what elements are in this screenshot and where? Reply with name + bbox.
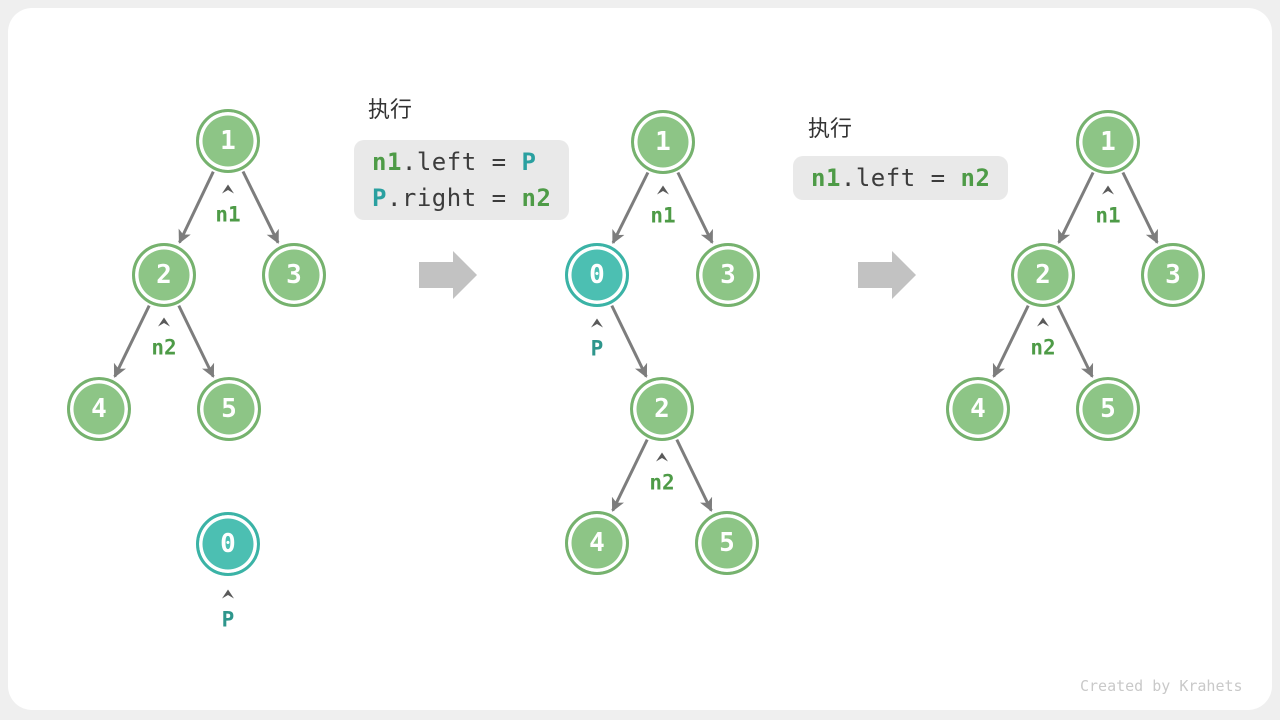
pointer-label-n1: n1 [650,203,676,228]
code-line: P.right = n2 [372,180,551,216]
tree-node-2: 2 [630,377,694,441]
tree-node-2: 2 [1011,243,1075,307]
tree-node-3: 3 [696,243,760,307]
tree-node-3: 3 [1141,243,1205,307]
tree-edge-1-2 [1057,171,1095,244]
tree-edge-0-2 [610,304,648,378]
pointer-caret-P [590,318,604,329]
watermark: Created by Krahets [1080,677,1243,695]
tree-node-1: 1 [196,109,260,173]
pointer-label-P: P [590,336,604,361]
tree-edge-1-2 [178,171,215,244]
pointer-label-n1: n1 [215,202,241,227]
code-line: n1.left = P [372,144,551,180]
tree-node-4: 4 [946,377,1010,441]
tree-node-2: 2 [132,243,196,307]
tree-edge-2-4 [992,304,1030,378]
pointer-caret-n1 [656,185,670,196]
up-arrowhead-icon [1102,185,1114,195]
code-token: .right = [386,184,522,212]
panel-title-2: 执行 [808,116,853,141]
tree-edge-1-3 [676,171,714,244]
panel-title-1: 执行 [368,97,413,122]
pointer-caret-n1 [221,184,235,195]
tree-node-5: 5 [695,511,759,575]
tree-edge-1-0 [611,171,650,245]
up-arrowhead-icon [591,318,603,328]
tree-node-1: 1 [631,110,695,174]
tree-node-5: 5 [1076,377,1140,441]
pointer-caret-n2 [157,317,171,328]
up-arrowhead-icon [1037,317,1049,327]
tree-node-4: 4 [565,511,629,575]
code-token: n2 [521,184,552,212]
code-token: n1 [372,148,402,176]
code-token: .left = [840,164,961,192]
tree-node-1: 1 [1076,110,1140,174]
up-arrowhead-icon [222,589,234,599]
pointer-label-P: P [221,607,235,632]
code-box-2: n1.left = n2 [793,156,1009,200]
tree-node-4: 4 [67,377,131,441]
tree-node-5: 5 [197,377,261,441]
pointer-label-n1: n1 [1095,203,1121,228]
transition-arrow-1 [419,251,477,299]
pointer-label-n2: n2 [1030,335,1056,360]
tree-edge-2-5 [177,304,215,378]
transition-arrow-2 [858,251,916,299]
pointer-label-n2: n2 [649,470,675,495]
code-line: n1.left = n2 [811,160,990,196]
code-token: n1 [811,164,841,192]
tree-edge-1-3 [1121,171,1159,244]
pointer-caret-n1 [1101,185,1115,196]
code-token: P [521,148,537,176]
up-arrowhead-icon [158,317,170,327]
tree-node-0: 0 [196,512,260,576]
tree-edge-1-3 [241,170,280,244]
pointer-caret-n2 [1036,317,1050,328]
up-arrowhead-icon [656,452,668,462]
tree-edge-2-5 [1056,304,1094,378]
code-token: P [372,184,387,212]
tree-edge-2-4 [113,304,151,378]
pointer-label-n2: n2 [151,335,177,360]
code-token: .left = [401,148,522,176]
code-token: n2 [960,164,991,192]
pointer-caret-P [221,589,235,600]
up-arrowhead-icon [222,184,234,194]
pointer-caret-n2 [655,452,669,463]
tree-edge-2-4 [611,438,649,512]
up-arrowhead-icon [657,185,669,195]
tree-node-0: 0 [565,243,629,307]
tree-node-3: 3 [262,243,326,307]
tree-edge-2-5 [675,438,713,512]
